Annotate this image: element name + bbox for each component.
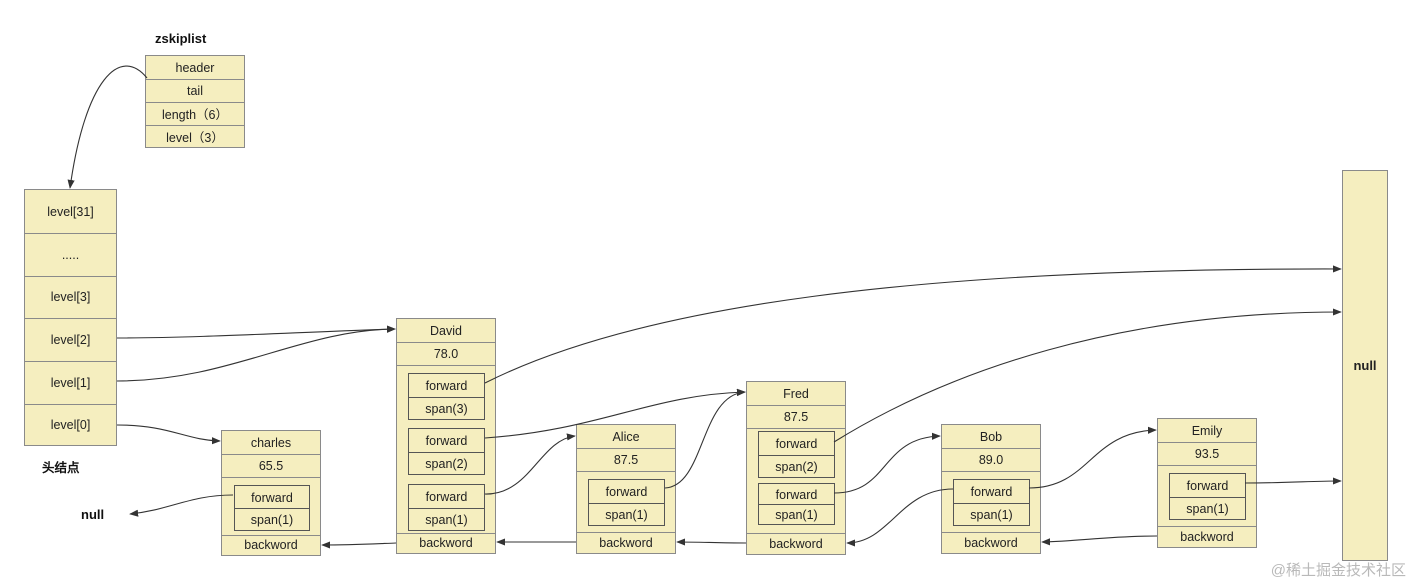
head-node: level[31] ..... level[3] level[2] level[…	[24, 189, 117, 446]
level-entry: forward span(3)	[408, 373, 485, 420]
node-charles: charles 65.5 forward span(1) backword	[221, 430, 321, 556]
watermark: @稀土掘金技术社区	[1270, 562, 1406, 579]
node-score: 87.5	[783, 409, 809, 424]
forward-label: forward	[775, 487, 818, 502]
forward-label: forward	[1186, 478, 1229, 493]
head-level-0: level[0]	[50, 417, 91, 432]
level-entry: forward span(1)	[1169, 473, 1246, 520]
level-entry: forward span(2)	[408, 428, 485, 475]
span-label: span(3)	[425, 401, 468, 416]
head-level2-arrow	[116, 325, 396, 339]
fred-backward-arrow	[676, 538, 747, 546]
head-level-1: level[1]	[50, 375, 91, 390]
backward-label: backword	[419, 536, 473, 550]
node-score: 93.5	[1194, 446, 1220, 461]
zskiplist-tail-field: tail	[187, 83, 203, 98]
node-bob: Bob 89.0 forward span(1) backword	[941, 424, 1041, 554]
node-score: 65.5	[258, 458, 284, 473]
david-level0-arrow	[484, 433, 576, 495]
node-emily: Emily 93.5 forward span(1) backword	[1157, 418, 1257, 548]
node-fred: Fred 87.5 forward span(2) forward span(1…	[746, 381, 846, 555]
forward-label: forward	[425, 433, 468, 448]
backward-label: backword	[769, 536, 823, 551]
null-right-label: null	[1353, 358, 1377, 373]
forward-label: forward	[970, 484, 1013, 499]
span-label: span(1)	[605, 507, 648, 522]
level-entry: forward span(2)	[758, 431, 835, 478]
node-name: David	[430, 323, 462, 338]
level-entry: forward span(1)	[953, 479, 1030, 526]
charles-backward-arrow	[129, 494, 234, 517]
span-label: span(2)	[775, 459, 818, 474]
emily-backward-arrow	[1041, 535, 1158, 546]
backward-label: backword	[964, 535, 1018, 550]
fred-level1-arrow	[833, 308, 1342, 443]
zskiplist-level-field: level（3）	[166, 130, 224, 145]
backward-label: backword	[599, 535, 653, 550]
emily-level0-arrow	[1244, 477, 1342, 485]
alice-level0-arrow	[664, 388, 746, 489]
node-name: Alice	[612, 429, 640, 444]
node-score: 87.5	[613, 452, 639, 467]
level-entry: forward span(1)	[234, 485, 310, 531]
node-score: 78.0	[433, 346, 459, 361]
fred-level0-arrow	[833, 432, 941, 494]
span-label: span(1)	[1186, 501, 1229, 516]
david-level1-arrow	[484, 388, 746, 439]
node-name: Bob	[979, 429, 1003, 444]
bob-backward-arrow	[846, 488, 954, 547]
span-label: span(1)	[970, 507, 1013, 522]
null-node: null	[1342, 170, 1388, 561]
head-level-ellipsis: .....	[61, 247, 80, 262]
node-alice: Alice 87.5 forward span(1) backword	[576, 424, 676, 554]
span-label: span(1)	[775, 508, 818, 522]
zskiplist-header-field: header	[175, 60, 215, 75]
node-name: Fred	[783, 386, 809, 401]
span-label: span(1)	[425, 512, 468, 527]
david-level2-arrow	[484, 265, 1342, 384]
node-david: David 78.0 forward span(3) forward span(…	[396, 318, 496, 554]
head-level-31: level[31]	[47, 204, 94, 219]
level-entry: forward span(1)	[758, 483, 835, 525]
zskiplist-struct: header tail length（6） level（3）	[145, 55, 245, 148]
head-level1-arrow	[116, 325, 396, 382]
forward-label: forward	[605, 484, 648, 499]
bob-level0-arrow	[1028, 426, 1157, 489]
forward-label: forward	[775, 436, 818, 451]
node-score: 89.0	[978, 452, 1004, 467]
backward-label: backword	[1180, 529, 1234, 544]
node-name: Emily	[1191, 423, 1223, 438]
null-left-label: null	[81, 507, 105, 522]
zskiplist-length-field: length（6）	[161, 108, 228, 122]
forward-label: forward	[425, 489, 468, 504]
span-label: span(2)	[425, 456, 468, 471]
backward-label: backword	[244, 538, 298, 552]
head-node-caption: 头结点	[42, 461, 80, 475]
header-pointer-arrow	[67, 65, 148, 189]
span-label: span(1)	[250, 513, 294, 527]
head-level0-arrow	[116, 424, 221, 445]
head-level-3: level[3]	[50, 290, 91, 304]
head-level-2: level[2]	[50, 332, 91, 347]
forward-label: forward	[251, 490, 293, 505]
zskiplist-title: zskiplist	[155, 31, 207, 46]
level-entry: forward span(1)	[588, 479, 665, 526]
node-name: charles	[250, 435, 292, 450]
david-backward-arrow	[321, 541, 397, 549]
forward-label: forward	[425, 378, 468, 393]
level-entry: forward span(1)	[408, 484, 485, 531]
